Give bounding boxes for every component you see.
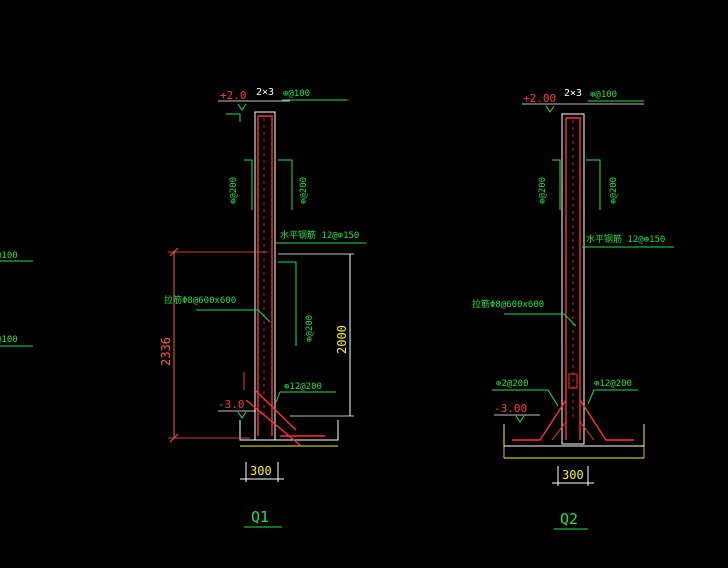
q2-base-left-leader [492, 389, 559, 407]
q2-top-stirrup: ⊕@100 [590, 90, 617, 100]
q2-bottom-elevation-marker [515, 415, 525, 423]
q1-dim-height-total: 2336 [159, 337, 173, 366]
q2-bottom-elevation: -3.00 [494, 402, 527, 415]
q1-title: Q1 [251, 508, 269, 526]
q2-base-right: ⊕12@200 [594, 379, 632, 389]
q1-vert-right-leader [278, 159, 293, 210]
q1-horizontal-bar: 水平钢筋 12@⊕150 [280, 229, 359, 241]
q2-detail: +2.00 2×3 ⊕@100 ⊕@200 ⊕@200 水平钢筋 12@⊕150… [472, 88, 674, 530]
q1-rebar-right [258, 115, 273, 436]
q2-wall-outline [561, 113, 585, 445]
q2-rebar-leg-right [579, 399, 634, 441]
q1-vert-left: ⊕@200 [229, 177, 239, 204]
left-fragment: @100 @100 [0, 251, 33, 347]
q2-base-left: ⊕2@200 [496, 379, 529, 389]
q1-bottom-elevation: -3.0 [218, 398, 245, 411]
q1-top-elevation: +2.0 [220, 89, 247, 102]
q1-top-elevation-marker [237, 103, 247, 111]
q1-vert-right: ⊕@200 [299, 177, 309, 204]
q1-tie-bar-leader-tip [257, 309, 271, 323]
left-fragment-label-2: @100 [0, 335, 18, 345]
q2-vert-right-leader [586, 159, 601, 210]
q2-base-right-leader [587, 389, 638, 405]
q1-tie-bar: 拉筋Φ8@600x600 [164, 294, 236, 306]
q2-dim-base: 300 [562, 468, 584, 482]
q1-bottom-elevation-marker [237, 411, 247, 419]
q2-tie-bar: 拉筋Φ8@600x600 [472, 298, 544, 310]
q2-vert-left: ⊕@200 [538, 177, 548, 204]
q1-footing-outline [239, 420, 339, 441]
q2-title: Q2 [560, 510, 578, 528]
q1-detail: +2.0 2×3 ⊕@100 ⊕@200 ⊕@200 水平钢筋 12@⊕150 … [159, 87, 366, 528]
q1-dim-total-tick-top [169, 247, 179, 257]
q1-top-stirrup: ⊕@100 [283, 89, 310, 99]
q1-base-bar: ⊕12@200 [284, 382, 322, 392]
q2-horizontal-bar: 水平钢筋 12@⊕150 [586, 233, 665, 245]
q1-top-bar: 2×3 [256, 87, 274, 98]
q2-rebar-inner-right [579, 420, 595, 441]
q2-rebar-dowel [568, 373, 578, 389]
q1-top-leader-hook [226, 113, 241, 122]
left-fragment-label-1: @100 [0, 251, 18, 261]
q2-top-elevation-marker [545, 105, 555, 113]
q2-rebar-right [566, 117, 581, 440]
q1-dim-total-tick-bottom [169, 433, 179, 443]
q1-mid-right: ⊕@200 [305, 315, 315, 342]
q2-tie-bar-leader-tip [563, 313, 577, 327]
q2-top-bar: 2×3 [564, 88, 582, 99]
q2-top-elevation: +2.00 [523, 92, 556, 105]
q1-vert-left-leader [244, 159, 253, 210]
q1-rebar-diag-1 [245, 399, 301, 446]
q1-mid-right-leader [278, 261, 297, 346]
q1-dim-base: 300 [250, 464, 272, 478]
q1-dim-height-wall: 2000 [335, 325, 349, 354]
q2-rebar-inner-left [551, 420, 567, 441]
q2-vert-right: ⊕@200 [609, 177, 619, 204]
q2-rebar-leg-left [512, 399, 567, 441]
q2-vert-left-leader [552, 159, 561, 210]
q1-rebar-diag-2 [254, 389, 297, 431]
q1-base-bar-leader-tip [275, 391, 281, 403]
